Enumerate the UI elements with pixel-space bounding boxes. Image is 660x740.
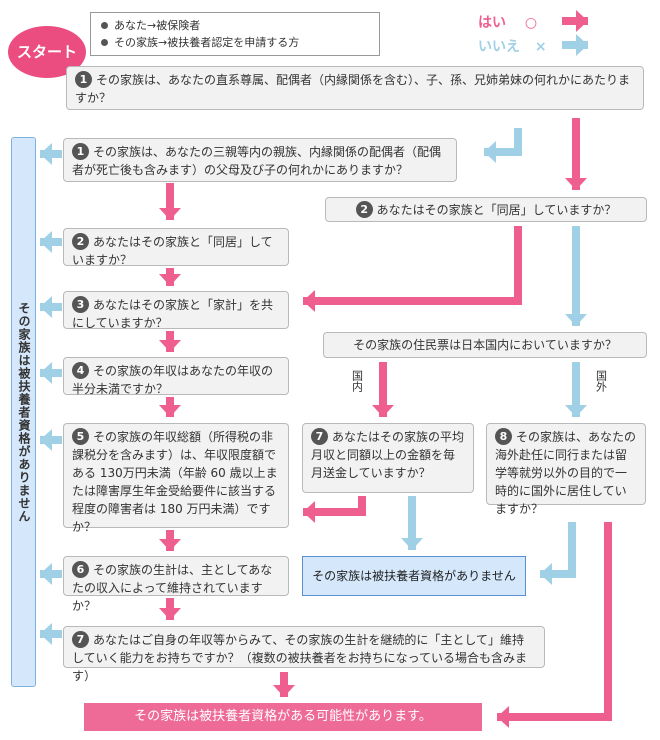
question-number-badge: 1 (72, 143, 89, 160)
no-arrow-to-sidebar-2-head (40, 296, 52, 318)
bullet-icon (101, 22, 108, 29)
arrow-domestic-head (372, 405, 394, 417)
no-arrow-to-sidebar-3-head (40, 362, 52, 384)
arrow-q1-yes-head (565, 178, 587, 190)
legend-no-label: いいえ (478, 39, 520, 55)
question-text: あなたはその家族の平均月収と同額以上の金額を毎月送金していますか？ (311, 430, 465, 480)
question-text: その家族の年収はあなたの年収の半分未満ですか？ (72, 364, 274, 396)
info-box: あなた→被保険者 その家族→被扶養者認定を申請する方 (90, 12, 380, 56)
arrow-q2-yes (303, 226, 522, 305)
no-arrow-to-sidebar-6-head (40, 623, 52, 645)
arrow-overseas-head (565, 405, 587, 417)
legend-no-mark: × (534, 39, 547, 55)
question-text: あなたはご自身の年収等からみて、その家族の生計を継続的に「主として」維持していく… (72, 633, 528, 683)
label-domestic-text: 国内 (350, 370, 364, 392)
legend-yes-label: はい (478, 15, 506, 31)
question-number-badge: 1 (75, 71, 92, 88)
question-number-badge: 5 (72, 428, 89, 445)
question-text: その家族は、あなたの海外赴任に同行または留学等就労以外の目的で一時的に国外に居住… (495, 430, 637, 516)
question-number-badge: 7 (72, 631, 89, 648)
arrow-left-chain-4-head (159, 539, 181, 551)
arrow-q2-yes-head (303, 290, 315, 312)
question-text: あなたはその家族と「家計」を共にしていますか？ (72, 298, 274, 330)
question-number-badge: 6 (72, 561, 89, 578)
arrow-q8-no (540, 522, 576, 578)
legend-no: いいえ × (478, 36, 547, 56)
no-arrow-to-sidebar-1-head (40, 231, 52, 253)
legend-yes-mark: ○ (524, 15, 538, 31)
arrow-left-chain-5-head (159, 608, 181, 620)
question-text: あなたはその家族と「同居」していますか？ (376, 203, 617, 217)
arrow-left-chain-3-head (159, 405, 181, 417)
question-number-badge: 2 (355, 201, 373, 218)
question-number-badge: 4 (72, 362, 89, 379)
arrow-q8-no-head (540, 563, 552, 585)
info-line-1: あなた→被保険者 (101, 17, 369, 34)
result-not-eligible: その家族は被扶養者資格がありません (302, 556, 526, 596)
arrow-q8-yes-head (497, 706, 509, 728)
question-number-badge: 3 (72, 296, 89, 313)
start-label: スタート (16, 43, 77, 61)
label-overseas-text: 国外 (594, 370, 608, 392)
result-possibly-eligible-text: その家族は被扶養者資格がある可能性があります。 (134, 709, 432, 724)
info-line-2-text: その家族→被扶養者認定を申請する方 (114, 36, 300, 49)
info-line-2: その家族→被扶養者認定を申請する方 (101, 34, 369, 51)
sidebar-not-eligible: その家族は被扶養者資格がありません (11, 137, 36, 687)
label-overseas: 国外 (590, 370, 612, 395)
question-number-badge: 2 (72, 233, 89, 250)
arrow-left-chain-0-head (159, 208, 181, 220)
question-text: その家族の生計は、主としてあなたの収入によって維持されていますか？ (72, 563, 273, 613)
arrow-q8-yes (497, 522, 612, 721)
arrow-q7d-yes (303, 496, 366, 516)
result-possibly-eligible: その家族は被扶養者資格がある可能性があります。 (84, 703, 482, 731)
arrow-left-chain-1-head (159, 274, 181, 286)
question-text: その家族は、あなたの直系尊属、配偶者（内縁関係を含む）、子、孫、兄姉弟妹の何れか… (75, 73, 631, 105)
legend-no-arrow-head (576, 34, 588, 56)
arrow-q7-yes-head (273, 685, 295, 697)
no-arrow-to-sidebar-0-head (40, 143, 52, 165)
no-arrow-to-sidebar-5-head (40, 563, 52, 585)
label-domestic: 国内 (346, 370, 368, 395)
question-number-badge: 8 (495, 428, 512, 445)
residence-question: その家族の住民票は日本国内においていますか？ (323, 332, 647, 358)
bullet-icon (101, 39, 108, 46)
result-not-eligible-text: その家族は被扶養者資格がありません (312, 569, 516, 583)
legend-yes-arrow-head (576, 10, 588, 32)
sidebar-text: その家族は被扶養者資格がありません (17, 301, 31, 523)
no-arrow-to-sidebar-4-head (40, 429, 52, 451)
question-text: その家族は、あなたの三親等内の親族、内縁関係の配偶者（配偶者が死亡後も含みます）… (72, 145, 442, 177)
question-number-badge: 7 (311, 428, 328, 445)
arrow-q1-no-head (484, 141, 496, 163)
question-text: あなたはその家族と「同居」していますか？ (72, 235, 273, 267)
info-line-1-text: あなた→被保険者 (114, 19, 201, 32)
arrow-left-chain-2-head (159, 340, 181, 352)
question-text: その家族の年収総額（所得税の非課税分を含みます）は、年収限度額である 130万円… (72, 430, 278, 534)
question-text: その家族の住民票は日本国内においていますか？ (353, 338, 617, 352)
arrow-q7d-no-head (401, 538, 423, 550)
arrow-q7d-yes-head (303, 501, 315, 523)
arrow-q2-no-head (565, 314, 587, 326)
legend-yes: はい ○ (478, 12, 537, 32)
